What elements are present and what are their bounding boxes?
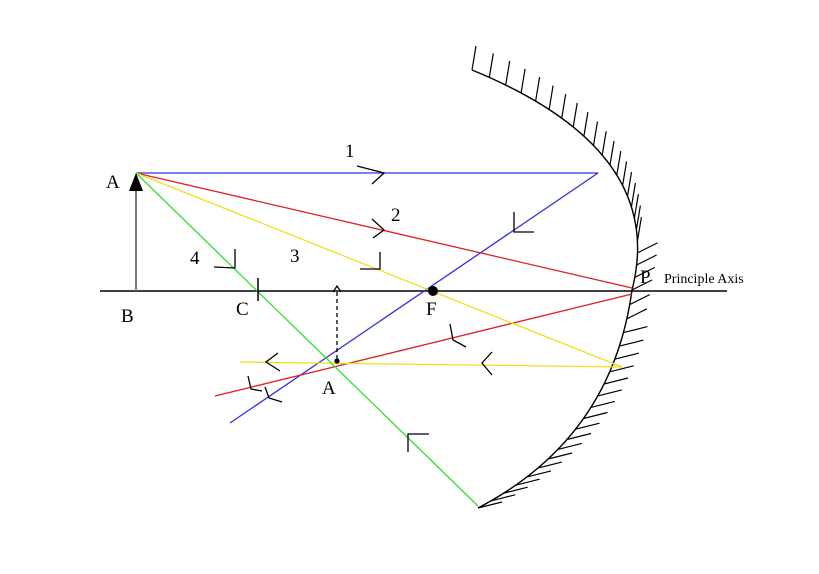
label-principal-axis: Principle Axis: [664, 272, 744, 287]
ray-3-reflected: [239, 361, 623, 368]
image-point-dot: [334, 358, 340, 364]
hatch-mark-12: [616, 151, 622, 176]
hatch-mark-3: [520, 68, 526, 93]
hatch-mark-40: [503, 486, 528, 494]
label-image-tip: A: [322, 378, 336, 399]
hatch-mark-21: [634, 266, 656, 278]
label-ray-1: 1: [345, 141, 355, 162]
ray-1-arrow-icon: [356, 165, 386, 185]
hatch-mark-14: [626, 172, 633, 197]
hatch-mark-7: [572, 102, 578, 128]
hatch-mark-0: [471, 45, 477, 71]
image-ray-3-arrow-icon: [264, 352, 281, 372]
hatch-mark-10: [601, 131, 607, 156]
hatch-mark-34: [566, 432, 592, 441]
hatch-mark-9: [592, 121, 599, 146]
label-ray-4: 4: [190, 248, 200, 269]
label-ray-3: 3: [290, 246, 300, 267]
hatch-mark-29: [603, 377, 629, 385]
hatch-mark-8: [583, 112, 589, 137]
ray-1-parallel: [136, 172, 599, 424]
hatch-mark-39: [515, 478, 540, 486]
hatch-mark-33: [575, 422, 600, 430]
ray-1-reflected: [229, 172, 599, 424]
hatch-mark-42: [477, 501, 503, 509]
ray-2-through-pole: [135, 172, 633, 397]
ray-3-through-focus: [135, 172, 623, 368]
ray-2-reflected: [214, 293, 633, 397]
hatch-mark-4: [535, 77, 541, 102]
ray-2-arrow-icon: [371, 218, 386, 239]
ray-1-reflected-arrow-icon: [513, 212, 534, 233]
ray-2-reflected-arrow-icon: [449, 323, 467, 348]
hatch-mark-16: [633, 194, 639, 219]
label-center: C: [236, 299, 249, 320]
hatch-mark-35: [557, 442, 582, 450]
ray-4-through-center: [135, 172, 479, 507]
label-focus: F: [426, 299, 437, 320]
hatch-mark-18: [636, 217, 642, 242]
ray-4-reflected-arrow-icon: [407, 433, 429, 452]
image-arrow-head-icon: [332, 284, 342, 293]
hatch-mark-26: [619, 339, 644, 347]
label-object-base: B: [121, 306, 134, 327]
hatch-mark-6: [561, 94, 567, 119]
hatch-mark-22: [631, 279, 653, 291]
concave-mirror: [471, 69, 639, 509]
hatch-mark-2: [505, 60, 511, 86]
hatch-mark-13: [622, 161, 628, 186]
hatch-mark-5: [548, 85, 554, 110]
hatch-mark-23: [629, 294, 650, 306]
focus-point: [428, 286, 438, 296]
hatch-mark-1: [488, 53, 494, 78]
mirror-hatching: [471, 45, 658, 509]
ray-3-incident: [135, 172, 623, 368]
hatch-mark-30: [597, 389, 622, 397]
hatch-mark-11: [609, 140, 615, 166]
ray-3-reflected-arrow-icon: [481, 351, 493, 376]
hatch-mark-25: [623, 326, 648, 334]
ray-4-line: [135, 172, 479, 507]
hatch-mark-38: [526, 470, 552, 478]
hatch-mark-41: [490, 494, 516, 502]
object-arrow-head-icon: [129, 173, 143, 191]
hatch-mark-27: [614, 352, 640, 360]
label-ray-2: 2: [391, 205, 401, 226]
hatch-mark-20: [636, 254, 657, 266]
direction-arrows: [213, 165, 534, 452]
hatch-mark-36: [547, 452, 573, 460]
hatch-mark-37: [537, 461, 563, 469]
image-ray-2-arrow-icon: [247, 375, 263, 392]
hatch-mark-17: [635, 205, 641, 230]
hatch-mark-24: [626, 308, 648, 320]
image-ray-1-arrow-icon: [264, 386, 283, 403]
ray-3-arrow-icon: [360, 252, 381, 270]
ray-4-arrow-icon: [213, 249, 236, 269]
hatch-mark-31: [590, 400, 616, 408]
hatch-mark-15: [630, 182, 636, 208]
label-object-tip: A: [106, 172, 120, 193]
hatch-mark-19: [637, 242, 658, 254]
hatch-mark-32: [583, 411, 608, 420]
hatch-mark-28: [609, 365, 634, 373]
label-pole: P: [640, 267, 651, 288]
